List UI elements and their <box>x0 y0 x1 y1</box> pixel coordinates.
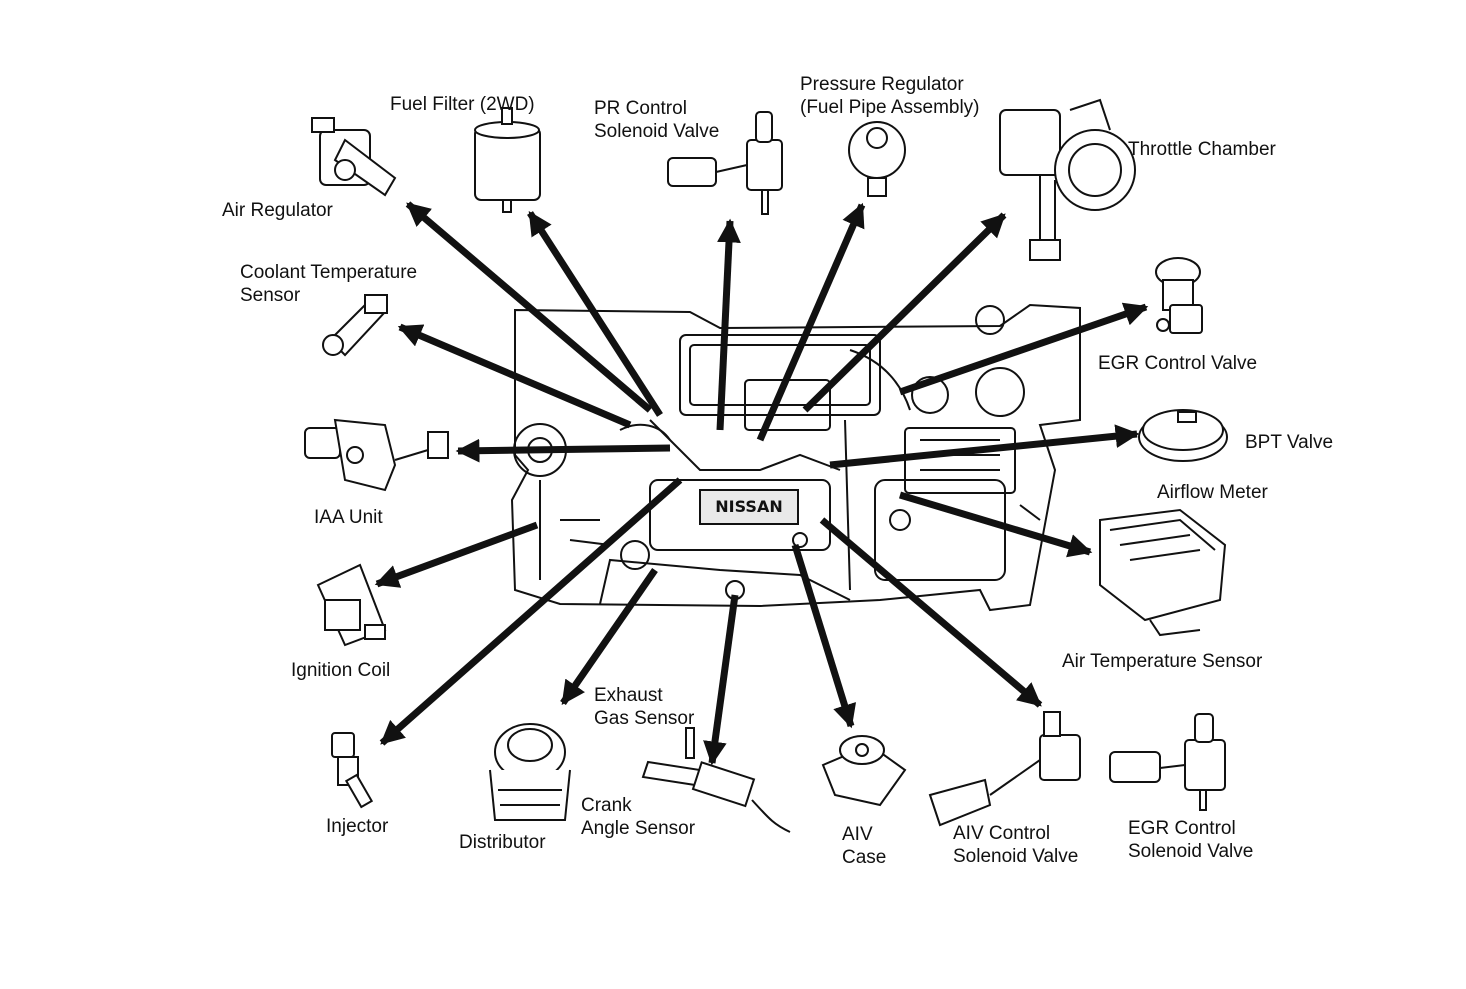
label-crank-angle-sensor: Crank Angle Sensor <box>581 795 696 839</box>
label-air-temperature-sensor: Air Temperature Sensor <box>1062 651 1263 672</box>
label-air-regulator: Air Regulator <box>222 200 333 221</box>
throttle-chamber-illustration <box>999 98 1136 261</box>
exhaust-gas-sensor-illustration <box>641 727 791 833</box>
label-ignition-coil: Ignition Coil <box>291 660 391 681</box>
label-coolant-temperature-sensor: Coolant Temperature Sensor <box>240 262 418 306</box>
label-aiv-control-solenoid-valve: AIV Control Solenoid Valve <box>953 823 1079 867</box>
label-iaa-unit: IAA Unit <box>314 507 383 528</box>
label-egr-control-solenoid-valve: EGR Control Solenoid Valve <box>1128 818 1254 862</box>
label-aiv-case: AIV Case <box>842 824 887 868</box>
pr-control-solenoid-illustration <box>667 111 783 215</box>
bpt-valve-illustration <box>1138 409 1228 462</box>
pressure-regulator-illustration <box>848 121 906 197</box>
distributor-illustration <box>489 723 571 821</box>
label-distributor: Distributor <box>459 832 546 853</box>
label-fuel-filter: Fuel Filter (2WD) <box>390 94 535 115</box>
fuel-filter-illustration <box>474 107 541 213</box>
label-pr-control-solenoid-valve: PR Control Solenoid Valve <box>594 98 720 142</box>
aiv-case-illustration <box>821 735 907 807</box>
coolant-temp-sensor-illustration <box>322 294 388 357</box>
iaa-unit-illustration <box>304 418 449 492</box>
air-regulator-illustration <box>311 117 397 197</box>
label-airflow-meter: Airflow Meter <box>1157 482 1268 503</box>
aiv-solenoid-illustration <box>928 711 1081 827</box>
label-pressure-regulator: Pressure Regulator (Fuel Pipe Assembly) <box>800 74 980 118</box>
label-throttle-chamber: Throttle Chamber <box>1128 139 1276 160</box>
ignition-coil-illustration <box>316 563 387 647</box>
injector-illustration <box>331 732 374 809</box>
label-bpt-valve: BPT Valve <box>1245 432 1334 453</box>
egr-solenoid-illustration <box>1109 713 1226 811</box>
engine-badge: NISSAN <box>715 497 782 516</box>
label-exhaust-gas-sensor: Exhaust Gas Sensor <box>594 685 695 729</box>
airflow-meter-illustration <box>1099 508 1227 637</box>
egr-control-valve-illustration <box>1155 257 1203 334</box>
label-egr-control-valve: EGR Control Valve <box>1098 353 1258 374</box>
label-injector: Injector <box>326 816 389 837</box>
pointer-arrows <box>374 201 1149 766</box>
